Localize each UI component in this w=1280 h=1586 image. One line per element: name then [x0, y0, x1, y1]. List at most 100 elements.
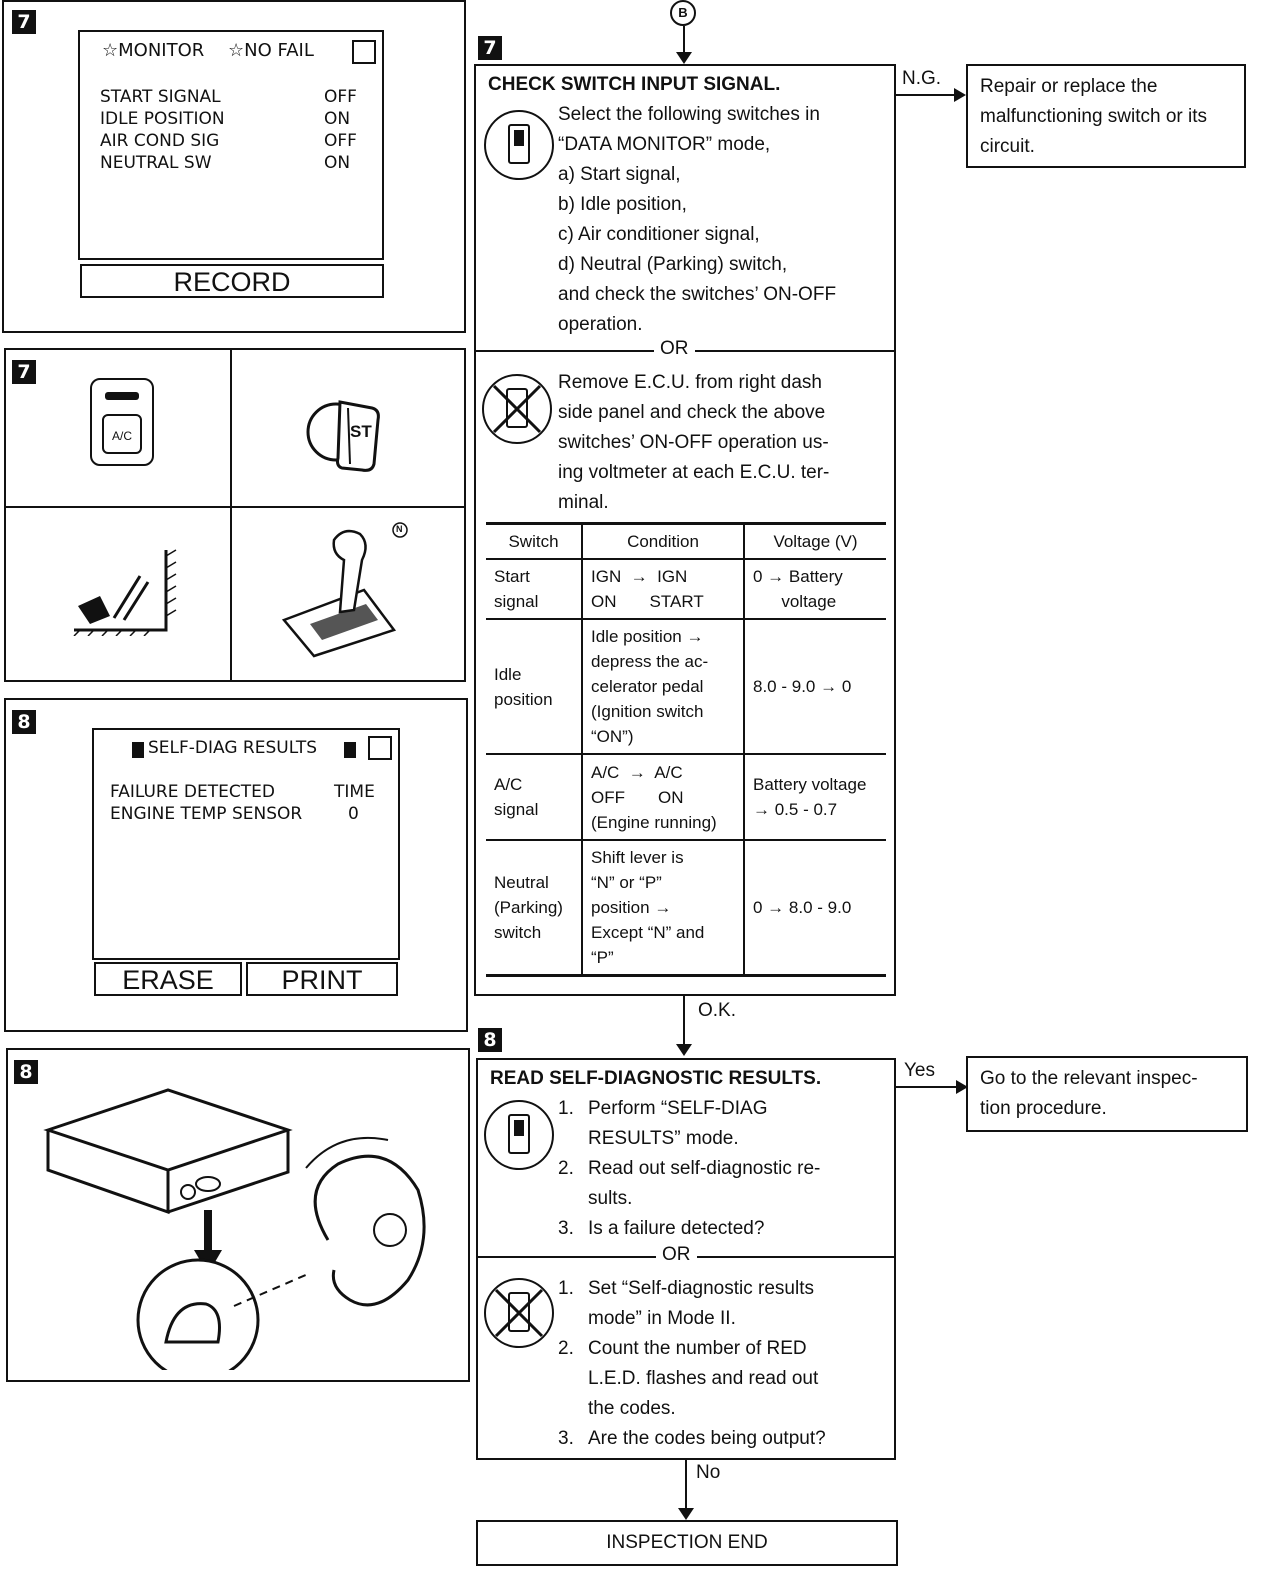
- table-cell: A/C signal: [494, 775, 539, 819]
- list-number: 1.: [558, 1098, 574, 1119]
- step-badge: 7: [12, 10, 36, 34]
- row-label: IDLE POSITION: [100, 109, 225, 129]
- failure-detected-header: FAILURE DETECTED: [110, 782, 275, 802]
- failure-item: ENGINE TEMP SENSOR: [110, 804, 303, 824]
- list-number: 1.: [558, 1278, 574, 1299]
- instruction-line: side panel and check the above: [558, 402, 826, 423]
- table-header: Voltage (V): [743, 525, 886, 559]
- yes-action-box: Go to the relevant inspec- tion procedur…: [966, 1056, 1248, 1132]
- step-8-title: READ SELF-DIAGNOSTIC RESULTS.: [490, 1068, 822, 1089]
- step-7-box: CHECK SWITCH INPUT SIGNAL. Select the fo…: [474, 64, 896, 996]
- step-8-list-b: 1. Set “Self-diagnostic results mode” in …: [558, 1274, 826, 1454]
- no-tester-icon: [484, 1278, 554, 1348]
- instruction-line: and check the switches’ ON-OFF: [558, 284, 837, 305]
- list-text: Read out self-diagnostic re- sults.: [588, 1158, 821, 1209]
- ng-label: N.G.: [902, 68, 942, 89]
- instruction-line: operation.: [558, 314, 643, 335]
- row-value: ON: [324, 109, 351, 129]
- instruction-line: d) Neutral (Parking) switch,: [558, 254, 788, 275]
- voltage-table: Switch Condition Voltage (V) Start signa…: [486, 525, 886, 974]
- instruction-line: minal.: [558, 492, 609, 513]
- arrow-right-icon: [956, 1080, 968, 1094]
- table-cell: 8.0 - 9.0 → 0: [743, 619, 886, 754]
- instruction-line: a) Start signal,: [558, 164, 681, 185]
- row-value: ON: [324, 153, 351, 173]
- row-label: START SIGNAL: [100, 87, 221, 107]
- step-8-list-a: 1.Perform “SELF-DIAG RESULTS” mode. 2.Re…: [558, 1094, 820, 1244]
- table-row: A/C signal A/C → A/C OFF ON (Engine runn…: [486, 754, 886, 840]
- instruction-line: c) Air conditioner signal,: [558, 224, 760, 245]
- panel-7-monitor-illustration: 7 ☆MONITOR ☆NO FAIL START SIGNAL IDLE PO…: [2, 0, 466, 333]
- ac-label: A/C: [102, 414, 142, 454]
- yes-label: Yes: [904, 1060, 935, 1081]
- list-number: 2.: [558, 1338, 574, 1359]
- row-label: NEUTRAL SW: [100, 153, 212, 173]
- table-cell: Neutral (Parking) switch: [494, 873, 563, 942]
- list-text: Set “Self-diagnostic results mode” in Mo…: [588, 1278, 814, 1329]
- step-badge: 7: [478, 36, 502, 60]
- ignition-key-icon: [306, 400, 380, 472]
- list-number: 3.: [558, 1428, 574, 1449]
- no-tester-icon: [482, 374, 552, 444]
- inspection-end-box: INSPECTION END: [476, 1520, 898, 1566]
- voltage-table-wrap: Switch Condition Voltage (V) Start signa…: [486, 522, 886, 977]
- arrow-down-icon: [676, 52, 692, 64]
- list-text: Are the codes being output?: [588, 1428, 826, 1449]
- monitor-labels: START SIGNAL IDLE POSITION AIR COND SIG …: [100, 86, 225, 174]
- step-badge: 8: [14, 1060, 38, 1084]
- instruction-line: ing voltmeter at each E.C.U. ter-: [558, 462, 830, 483]
- erase-button[interactable]: ERASE: [94, 962, 242, 996]
- monitor-screen: ☆MONITOR ☆NO FAIL START SIGNAL IDLE POSI…: [78, 30, 384, 260]
- table-cell: 0 → Battery voltage: [743, 559, 886, 619]
- table-cell: A/C → A/C OFF ON (Engine running): [581, 754, 744, 840]
- no-fail-label: ☆NO FAIL: [228, 40, 314, 61]
- table-cell: Shift lever is “N” or “P” position → Exc…: [581, 840, 744, 974]
- shift-lever-icon: [281, 522, 408, 658]
- table-cell: Idle position: [494, 664, 553, 709]
- step-8-box: READ SELF-DIAGNOSTIC RESULTS. 1. Perform …: [476, 1058, 896, 1460]
- or-divider: OR: [654, 338, 695, 360]
- table-row: Start signal IGN → IGN ON START 0 → Batt…: [486, 559, 886, 619]
- ecu-led-inspection-icon: [43, 1088, 426, 1370]
- print-button[interactable]: PRINT: [246, 962, 398, 996]
- consult-tester-icon: [484, 110, 554, 180]
- table-header: Condition: [581, 525, 744, 559]
- table-cell: Start signal: [494, 567, 539, 611]
- row-value: OFF: [324, 87, 357, 107]
- arrow-down-icon: [678, 1508, 694, 1520]
- list-text: Count the number of RED L.E.D. flashes a…: [588, 1338, 819, 1419]
- step-badge: 7: [12, 360, 36, 384]
- record-button[interactable]: RECORD: [80, 264, 384, 298]
- arrow-right-icon: [954, 88, 966, 102]
- table-header: Switch: [508, 532, 559, 551]
- diag-screen: SELF-DIAG RESULTS FAILURE DETECTED TIME …: [92, 728, 400, 960]
- step-7-instructions-a: Select the following switches in “DATA M…: [558, 100, 836, 340]
- instruction-line: switches’ ON-OFF operation us-: [558, 432, 829, 453]
- monitor-header-label: ☆MONITOR: [102, 40, 205, 61]
- table-row: Neutral (Parking) switch Shift lever is …: [486, 840, 886, 974]
- arrow-down-icon: [676, 1044, 692, 1056]
- step-badge: 8: [12, 710, 36, 734]
- shift-n-label: N: [396, 524, 403, 534]
- table-cell: IGN → IGN ON START: [581, 559, 744, 619]
- time-header: TIME: [334, 782, 375, 802]
- step-7-instructions-b: Remove E.C.U. from right dash side panel…: [558, 368, 829, 518]
- checkbox-icon: [352, 40, 376, 64]
- table-cell: Battery voltage → 0.5 - 0.7: [743, 754, 886, 840]
- list-text: Is a failure detected?: [588, 1218, 765, 1239]
- instruction-line: Select the following switches in: [558, 104, 820, 125]
- row-value: OFF: [324, 131, 357, 151]
- step-7-title: CHECK SWITCH INPUT SIGNAL.: [488, 74, 781, 95]
- accelerator-pedal-icon: [73, 549, 177, 636]
- panel-8-ecu-led-illustration: 8: [6, 1048, 470, 1382]
- diag-title: SELF-DIAG RESULTS: [148, 738, 318, 758]
- table-cell: 0 → 8.0 - 9.0: [743, 840, 886, 974]
- list-number: 3.: [558, 1218, 574, 1239]
- list-text: Perform “SELF-DIAG RESULTS” mode.: [588, 1098, 768, 1149]
- instruction-line: Remove E.C.U. from right dash: [558, 372, 822, 393]
- or-divider: OR: [656, 1244, 697, 1266]
- consult-tester-icon: [484, 1100, 554, 1170]
- checkbox-icon: [368, 736, 392, 760]
- instruction-line: “DATA MONITOR” mode,: [558, 134, 771, 155]
- table-row: Idle position Idle position → depress th…: [486, 619, 886, 754]
